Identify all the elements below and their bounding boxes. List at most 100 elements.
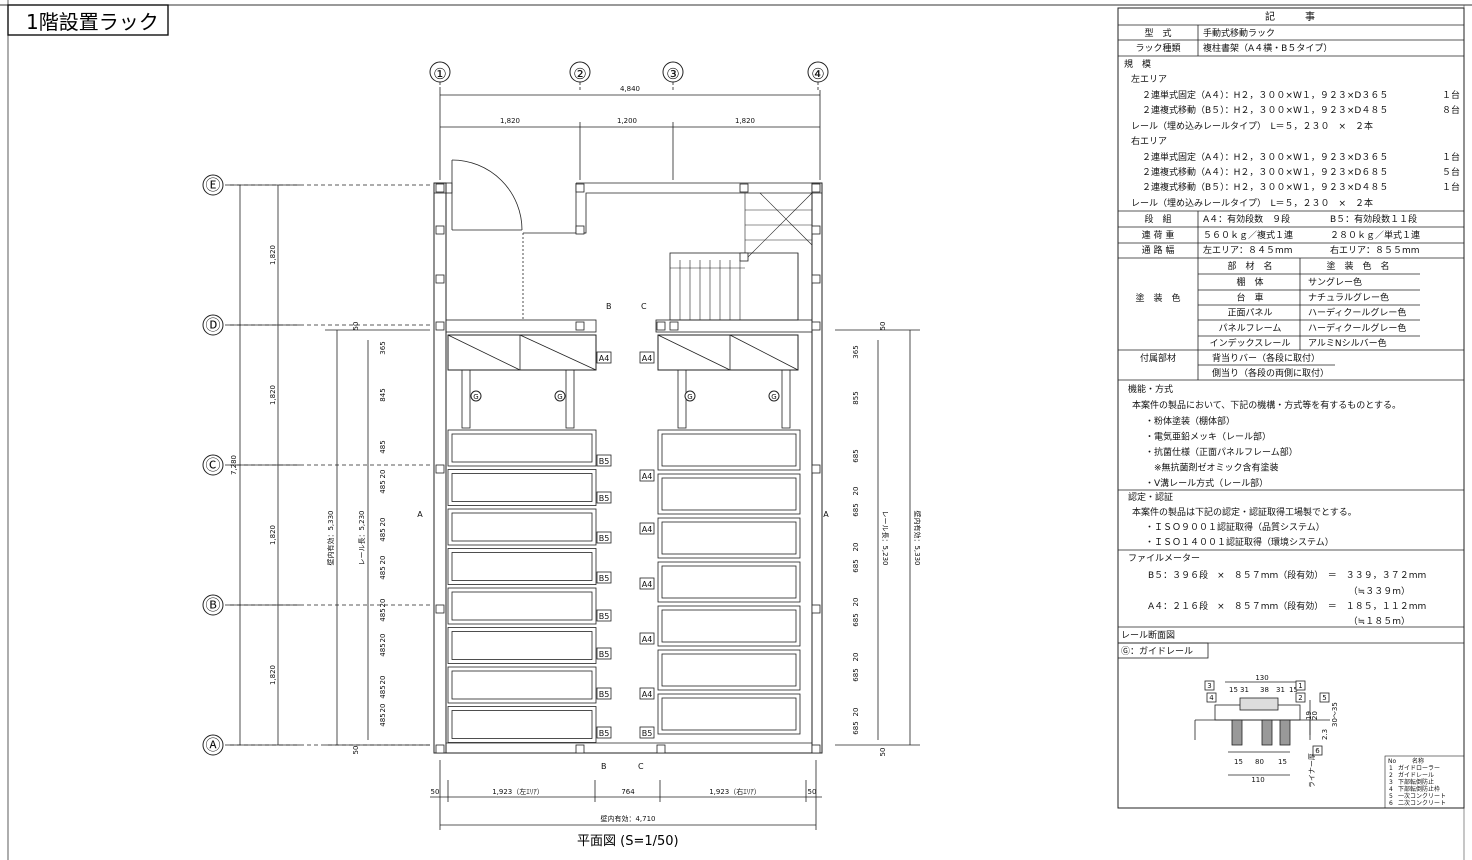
grid-row-label: Ⓐ [205, 736, 220, 754]
dim-left-rail: レール長：5,230 [358, 510, 366, 565]
rack-tag-box [639, 351, 655, 364]
spec-right-line: ２連複式移動（B５）：H２，３００×W１，９２３×D４８５ [1142, 181, 1388, 193]
dim-top-mid: 1,200 [617, 117, 637, 125]
func-intro: 本案件の製品において、下記の機構・方式等を有するものとする。 [1132, 399, 1401, 411]
rail-dim: 80 [1255, 758, 1264, 766]
rail-dim: 2.3 [1321, 729, 1329, 740]
floor-plan [225, 82, 920, 830]
legend-no: 2 [1389, 772, 1393, 779]
rack-tag-right: A4 [642, 635, 653, 644]
spec-header: 記 事 [1265, 10, 1315, 23]
file-b5: B５：３９６段 × ８５７mm（段有効） ＝ ３３９，３７２mm [1148, 569, 1426, 581]
rail-guide-label: Ⓖ：ガイドレール [1121, 646, 1193, 657]
paint-part: 棚 体 [1236, 276, 1263, 288]
dim-edge: 50 [352, 746, 360, 755]
spec-key: 通 路 幅 [1142, 244, 1175, 256]
rack-tag-box [596, 687, 612, 700]
left-mobile-rack [447, 706, 597, 743]
section-mark-c: C [641, 302, 647, 311]
rack-tag-box [639, 632, 655, 645]
dim-bottom-total: 壁内有効：4,710 [600, 814, 655, 823]
paint-part: インデックスレール [1210, 337, 1291, 349]
rack-tag-box [639, 726, 655, 739]
dim-left-stack: 20 [379, 634, 387, 643]
dim-left-stack: 485 [379, 643, 387, 656]
left-mobile-rack [447, 627, 597, 664]
dim-right-stack: 685 [852, 721, 860, 734]
dim-left-bay: 1,820 [269, 525, 277, 545]
rack-tag-left: B5 [599, 534, 610, 543]
cert-item: ・ＩＳＯ９００１認証取得（品質システム） [1145, 521, 1325, 533]
rail-title: レール断面図 [1121, 629, 1175, 641]
rack-tag-right: A4 [642, 472, 653, 481]
rack-tag-box [596, 726, 612, 739]
rack-tag-right: B5 [642, 729, 653, 738]
left-rack-inner [451, 433, 593, 463]
section-mark-a: A [823, 510, 829, 519]
dim-left-stack: 485 [379, 608, 387, 621]
func-title: 機能・方式 [1128, 383, 1173, 395]
rack-tag-left: B5 [599, 494, 610, 503]
rail-dim: 15 [1229, 686, 1238, 694]
guide-rail-label: G [687, 393, 692, 401]
dim-left-wall: 壁内有効：5,330 [326, 510, 335, 565]
dim-left-stack: 20 [379, 676, 387, 685]
rail-dim: 110 [1251, 776, 1264, 784]
legend-no: 4 [1389, 786, 1393, 793]
rack-tag-box [639, 469, 655, 482]
rack-tag-left: B5 [599, 650, 610, 659]
callout-box [1319, 692, 1330, 703]
dim-right-stack: 20 [852, 543, 860, 552]
spec-key: ラック種類 [1135, 43, 1180, 54]
rack-tag-box [596, 531, 612, 544]
dim-top-left: 1,820 [500, 117, 520, 125]
dim-bottom-side: 50 [808, 788, 817, 796]
dim-left-bay: 1,820 [269, 665, 277, 685]
grid-bubble-row [202, 454, 224, 476]
dim-left-bay: 1,820 [269, 245, 277, 265]
grid-row-label: Ⓒ [205, 456, 220, 474]
rail-dim: 38 [1260, 686, 1269, 694]
dim-right-stack: 20 [852, 708, 860, 717]
dim-right-stack: 20 [852, 598, 860, 607]
legend-name: ガイドレール [1398, 771, 1434, 779]
grid-col-label: ③ [666, 65, 679, 83]
dim-right-wall: 壁内有効：5,330 [913, 510, 922, 565]
guide-rail-label: G [557, 393, 562, 401]
rail-dim: 130 [1255, 674, 1268, 682]
left-rack-inner [451, 552, 593, 581]
dim-edge: 50 [879, 748, 887, 757]
grid-bubble-col [662, 61, 684, 83]
dim-top-right: 1,820 [735, 117, 755, 125]
section-mark-b: B [601, 762, 607, 771]
paint-part: パネルフレーム [1219, 323, 1282, 334]
section-mark-c: C [638, 762, 644, 771]
spec-left-count: ８台 [1442, 104, 1460, 116]
callout-number: 4 [1209, 694, 1214, 702]
right-rack-inner [661, 521, 797, 555]
spec-value-a: ５６０ｋｇ／複式１連 [1203, 229, 1293, 241]
dim-left-stack: 20 [379, 704, 387, 713]
left-rack-inner [451, 473, 593, 502]
spec-right-count: ５台 [1442, 166, 1460, 178]
func-item: ・電気亜鉛メッキ（レール部） [1145, 431, 1271, 443]
rack-tag-box [596, 351, 612, 364]
callout-number: 3 [1207, 682, 1211, 690]
grid-col-label: ④ [811, 65, 824, 83]
paint-color: サングレー色 [1308, 276, 1362, 288]
right-mobile-rack [657, 429, 801, 471]
cert-intro: 本案件の製品は下記の認定・認証取得工場製でとする。 [1132, 506, 1357, 518]
rack-tag-left: A4 [599, 354, 610, 363]
dim-right-rail: レール長：5,230 [881, 510, 889, 565]
file-a4: A４：２１６段 × ８５７mm（段有効） ＝ １８５，１１２mm [1148, 600, 1426, 612]
rack-tag-left: B5 [599, 457, 610, 466]
rack-tag-box [639, 577, 655, 590]
left-mobile-rack [447, 508, 597, 546]
guide-rail-label: G [473, 393, 478, 401]
grid-col-label: ① [433, 65, 446, 83]
callout-box [1295, 692, 1306, 703]
dim-left-stack: 20 [379, 599, 387, 608]
left-rack-inner [451, 591, 593, 621]
